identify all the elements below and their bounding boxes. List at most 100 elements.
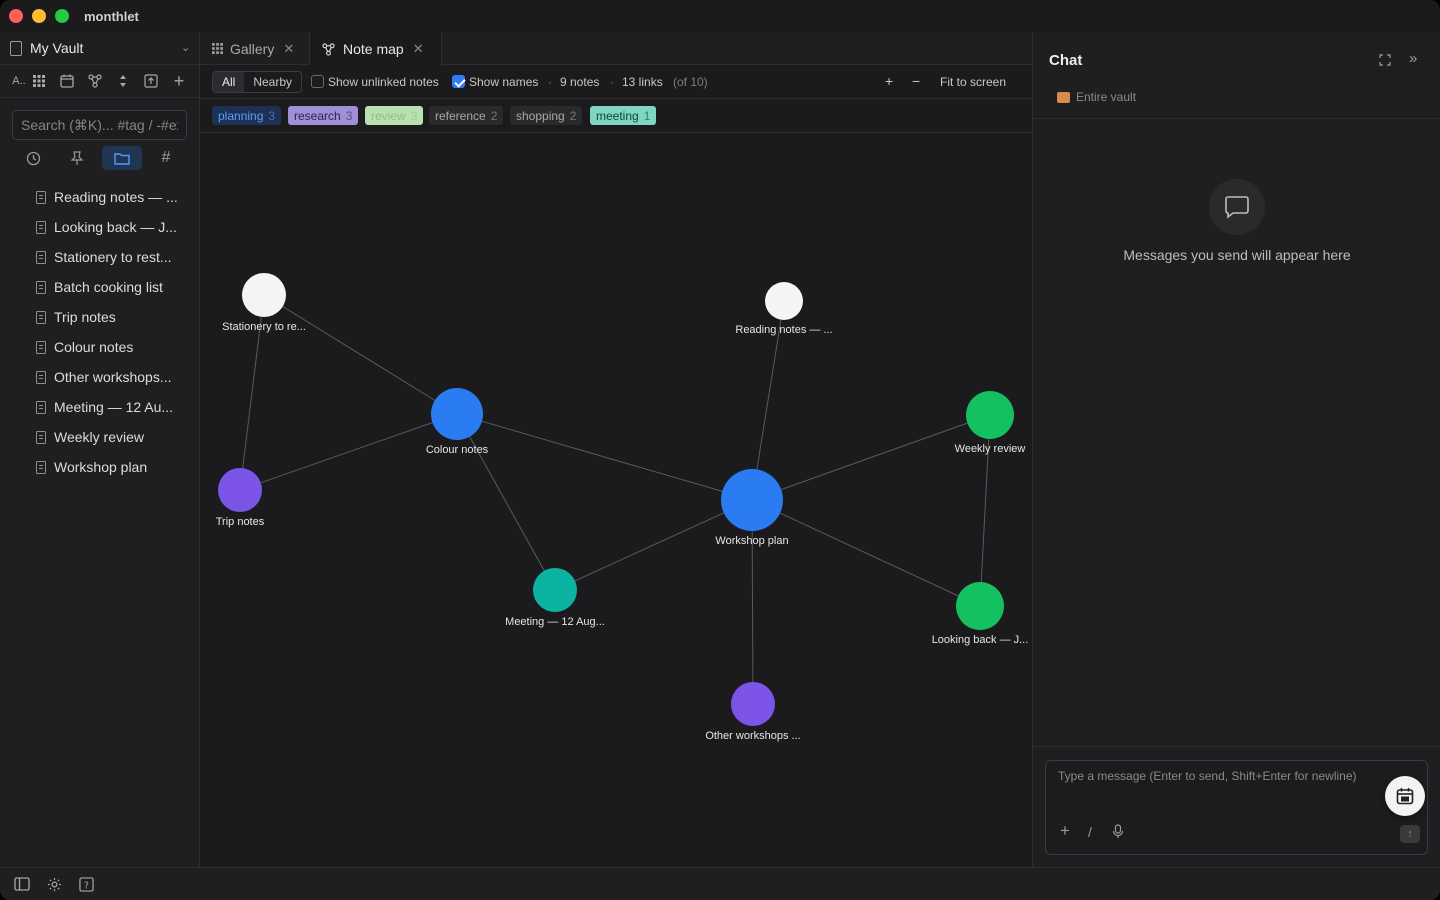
graph-node-workshop[interactable]: Workshop plan [715,469,789,547]
scope-nearby-button[interactable]: Nearby [253,75,293,89]
graph-edge [751,300,785,501]
list-item[interactable]: Weekly review [36,426,186,448]
graph-node-weekly[interactable]: Weekly review [955,391,1026,455]
list-item[interactable]: Looking back — J... [36,216,186,238]
graph-node-other[interactable]: Other workshops ... [705,682,801,742]
list-item[interactable]: Batch cooking list [36,276,186,298]
collapse-panel-icon[interactable]: » [1409,50,1418,67]
links-of-count: (of 10) [673,75,708,89]
graph-edge [554,499,753,591]
zoom-in-button[interactable]: + [885,73,894,89]
list-item[interactable]: Reading notes — ... [36,186,186,208]
graph-node-label: Trip notes [216,516,265,528]
tags-view-tab[interactable]: # [161,149,171,166]
graph-edge [751,414,991,501]
folders-view-tab[interactable] [102,146,142,170]
graph-edge [456,413,556,591]
close-icon[interactable]: ✕ [283,40,295,56]
list-item[interactable]: Trip notes [36,306,186,328]
note-map-canvas[interactable]: Stationery to re... Reading notes — ... Co… [200,133,1032,867]
graph-edge [751,499,754,705]
graph-node-label: Stationery to re... [222,321,306,333]
show-names-checkbox[interactable] [452,75,465,88]
chat-scope[interactable]: Entire vault [1057,90,1136,104]
list-item[interactable]: Other workshops... [36,366,186,388]
scope-toggle: All Nearby [212,71,303,93]
graph-node-circle[interactable] [731,682,775,726]
scope-all-button[interactable]: All [213,72,245,92]
message-icon [1209,179,1265,235]
settings-icon[interactable] [46,876,62,892]
svg-text:?: ? [84,880,89,891]
graph-node-circle[interactable] [533,568,577,612]
microphone-icon[interactable] [1112,824,1124,842]
calendar-icon [1396,788,1414,805]
graph-node-circle[interactable] [242,273,286,317]
sort-icon[interactable] [114,72,132,90]
sidebar-toolbar: A.. + [0,65,199,98]
import-icon[interactable] [142,72,160,90]
zoom-out-button[interactable]: − [912,73,921,89]
graph-node-looking[interactable]: Looking back — J... [932,582,1029,646]
show-unlinked-checkbox[interactable] [311,75,324,88]
message-input[interactable] [1046,761,1376,811]
minimize-window-button[interactable] [32,9,46,23]
close-icon[interactable]: ✕ [412,41,424,56]
pinned-view-tab[interactable] [57,146,97,170]
tab-gallery[interactable]: Gallery ✕ [200,32,310,65]
toggle-sidebar-icon[interactable] [14,876,30,892]
graph-node-circle[interactable] [765,282,803,320]
calendar-button[interactable] [1385,776,1425,816]
graph-node-label: Weekly review [955,443,1026,455]
list-item[interactable]: Meeting — 12 Au... [36,396,186,418]
graph-node-circle[interactable] [966,391,1014,439]
grid-icon[interactable] [30,72,48,90]
expand-icon[interactable] [1379,54,1391,66]
graph-edges [239,294,991,705]
graph-node-circle[interactable] [721,469,783,531]
list-item[interactable]: Colour notes [36,336,186,358]
graph-node-label: Colour notes [426,444,489,456]
graph-node-circle[interactable] [956,582,1004,630]
tab-note-map[interactable]: Note map ✕ [310,32,442,66]
graph-node-colour[interactable]: Colour notes [426,388,489,456]
graph-node-reading[interactable]: Reading notes — ... [735,282,833,336]
fit-to-screen-button[interactable]: Fit to screen [940,75,1007,89]
note-map-graph[interactable]: Stationery to re... Reading notes — ... Co… [200,133,1032,867]
recent-view-tab[interactable] [13,146,53,170]
document-icon [36,250,46,264]
graph-edge [239,294,265,491]
document-icon [36,460,46,474]
separator: · [610,75,614,89]
zoom-window-button[interactable] [55,9,69,23]
graph-node-label: Reading notes — ... [735,324,832,336]
slash-command-icon[interactable]: / [1088,824,1092,840]
message-composer: + / ↑ [1045,760,1428,855]
help-icon[interactable]: ? [78,876,94,892]
graph-node-stationery[interactable]: Stationery to re... [222,273,306,333]
search-input[interactable] [12,110,187,140]
graph-node-label: Other workshops ... [705,730,800,742]
notes-count: 9 notes [560,75,600,89]
add-icon[interactable]: + [173,70,185,91]
list-item[interactable]: Workshop plan [36,456,186,478]
graph-node-circle[interactable] [431,388,483,440]
send-button[interactable]: ↑ [1400,825,1420,843]
graph-node-trip[interactable]: Trip notes [216,468,265,528]
graph-node-label: Meeting — 12 Aug... [505,616,605,628]
calendar-icon[interactable] [58,72,76,90]
graph-icon[interactable] [86,72,104,90]
graph-node-meeting[interactable]: Meeting — 12 Aug... [505,568,605,628]
attach-icon[interactable]: + [1060,821,1070,840]
a-plus-icon[interactable]: A.. [12,75,26,87]
graph-node-circle[interactable] [218,468,262,512]
close-window-button[interactable] [9,9,23,23]
list-item[interactable]: Stationery to rest... [36,246,186,268]
vault-switcher[interactable]: My Vault ⌄ [0,32,199,65]
